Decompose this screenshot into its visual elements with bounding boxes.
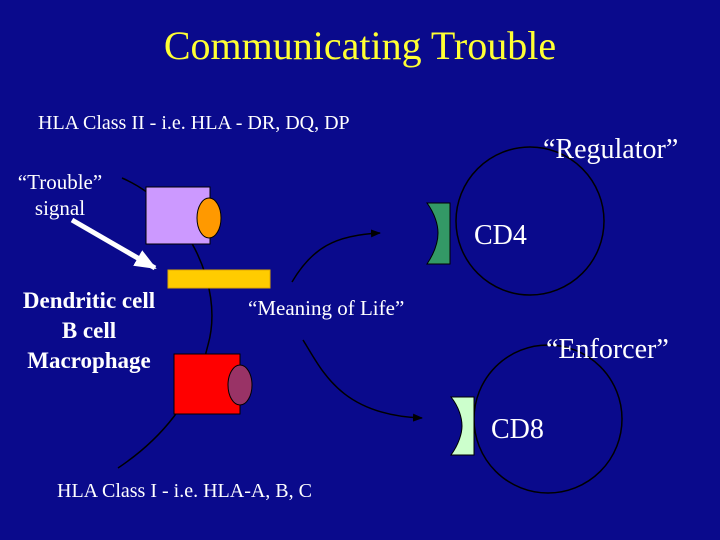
slide-title: Communicating Trouble xyxy=(163,23,557,68)
cell-type-dendritic: Dendritic cell xyxy=(22,288,156,313)
trouble-signal-label: “Trouble” signal xyxy=(8,169,112,221)
cd4-t-cell xyxy=(455,146,605,296)
hla-class-i-knob xyxy=(227,364,253,406)
hla-class-ii-knob xyxy=(196,197,222,239)
cd4-label: CD4 xyxy=(474,220,527,251)
peptide-bar xyxy=(167,269,271,289)
hla-class-ii-label: HLA Class II - i.e. HLA - DR, DQ, DP xyxy=(38,112,350,134)
meaning-of-life-label: “Meaning of Life” xyxy=(248,296,405,320)
cd4-receptor xyxy=(426,202,451,265)
cd8-receptor xyxy=(449,396,475,456)
arrow-to-cd4 xyxy=(291,229,381,283)
trouble-signal-label-line2: signal xyxy=(34,196,86,220)
cell-type-b-cell: B cell xyxy=(61,318,117,343)
trouble-signal-label-line1: “Trouble” xyxy=(17,170,103,194)
cell-types-label: Dendritic cell B cell Macrophage xyxy=(6,286,172,376)
cd8-label: CD8 xyxy=(491,414,544,445)
regulator-label: “Regulator” xyxy=(543,134,679,165)
arrow-to-cd8 xyxy=(302,339,423,422)
trouble-signal-arrow xyxy=(70,217,157,271)
cell-type-macrophage: Macrophage xyxy=(27,348,151,373)
hla-class-i-label: HLA Class I - i.e. HLA-A, B, C xyxy=(57,480,312,502)
enforcer-label: “Enforcer” xyxy=(546,334,669,365)
